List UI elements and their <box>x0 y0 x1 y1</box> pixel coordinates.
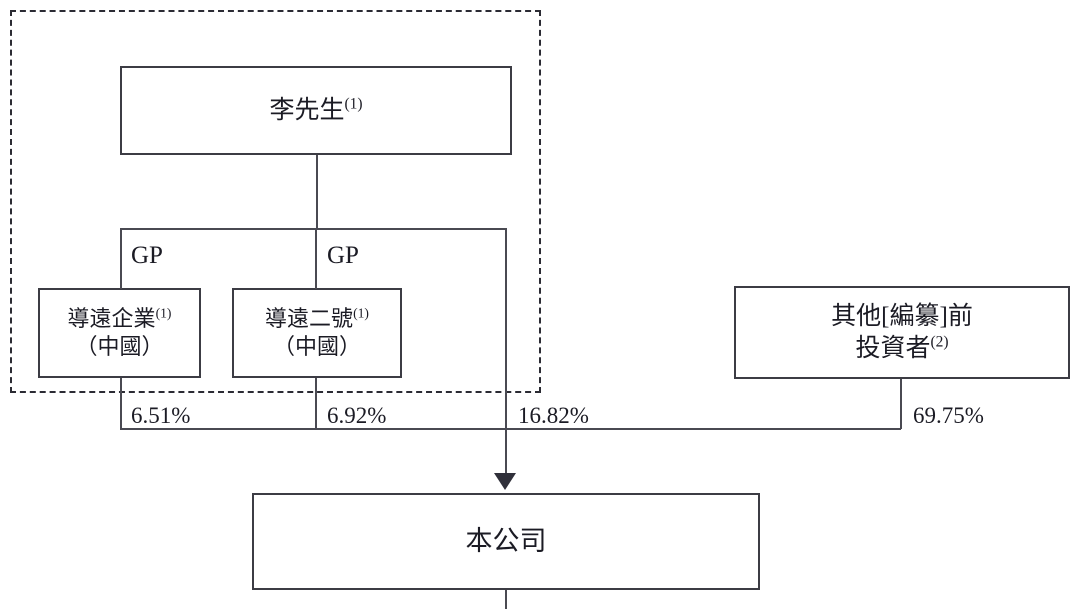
node-entity-2[interactable]: 導遠二號(1)（中國） <box>232 288 402 378</box>
node-company[interactable]: 本公司 <box>252 493 760 590</box>
edge-label-pct-other-investors: 69.75% <box>913 403 984 428</box>
edge-gp-bus-to-entity-2 <box>315 228 317 289</box>
edge-label-gp-entity-2: GP <box>327 242 359 269</box>
edge-other-investors-to-ownership-bus <box>900 379 902 429</box>
node-company-label: 本公司 <box>465 526 547 557</box>
node-entity-1-jurisdiction: （中國） <box>75 334 164 359</box>
node-entity-1-footnote: (1) <box>155 305 172 321</box>
edge-company-downstream-stub <box>505 590 507 609</box>
controlling-shareholder-group-boundary <box>10 10 541 393</box>
node-chairman[interactable]: 李先生(1) <box>120 66 512 155</box>
node-entity-2-footnote: (1) <box>353 305 369 321</box>
edge-chairman-direct-to-company <box>505 228 507 487</box>
edge-gp-distribution-bus <box>120 228 507 230</box>
node-entity-2-label: 導遠二號(1)（中國） <box>265 305 369 359</box>
node-other-investors-label: 其他[編纂]前投資者(2) <box>831 302 973 362</box>
node-entity-1[interactable]: 導遠企業(1)（中國） <box>38 288 201 378</box>
edge-entity-2-to-ownership-bus <box>315 378 317 429</box>
node-other-investors-footnote: (2) <box>930 333 949 351</box>
edge-ownership-bus <box>120 428 901 430</box>
edge-chairman-to-gp-bus <box>316 155 318 229</box>
edge-label-pct-direct: 16.82% <box>518 403 589 428</box>
edge-gp-bus-to-entity-1 <box>120 228 122 289</box>
node-chairman-label: 李先生(1) <box>269 95 363 124</box>
node-entity-1-label: 導遠企業(1)（中國） <box>67 305 172 359</box>
arrowhead-into-company-icon <box>494 473 516 490</box>
edge-label-gp-entity-1: GP <box>131 242 163 269</box>
edge-label-pct-entity-1: 6.51% <box>131 403 191 428</box>
node-chairman-footnote: (1) <box>344 95 363 113</box>
edge-entity-1-to-ownership-bus <box>120 378 122 429</box>
node-other-investors[interactable]: 其他[編纂]前投資者(2) <box>734 286 1070 379</box>
edge-label-pct-entity-2: 6.92% <box>327 403 387 428</box>
node-entity-2-jurisdiction: （中國） <box>272 334 361 359</box>
